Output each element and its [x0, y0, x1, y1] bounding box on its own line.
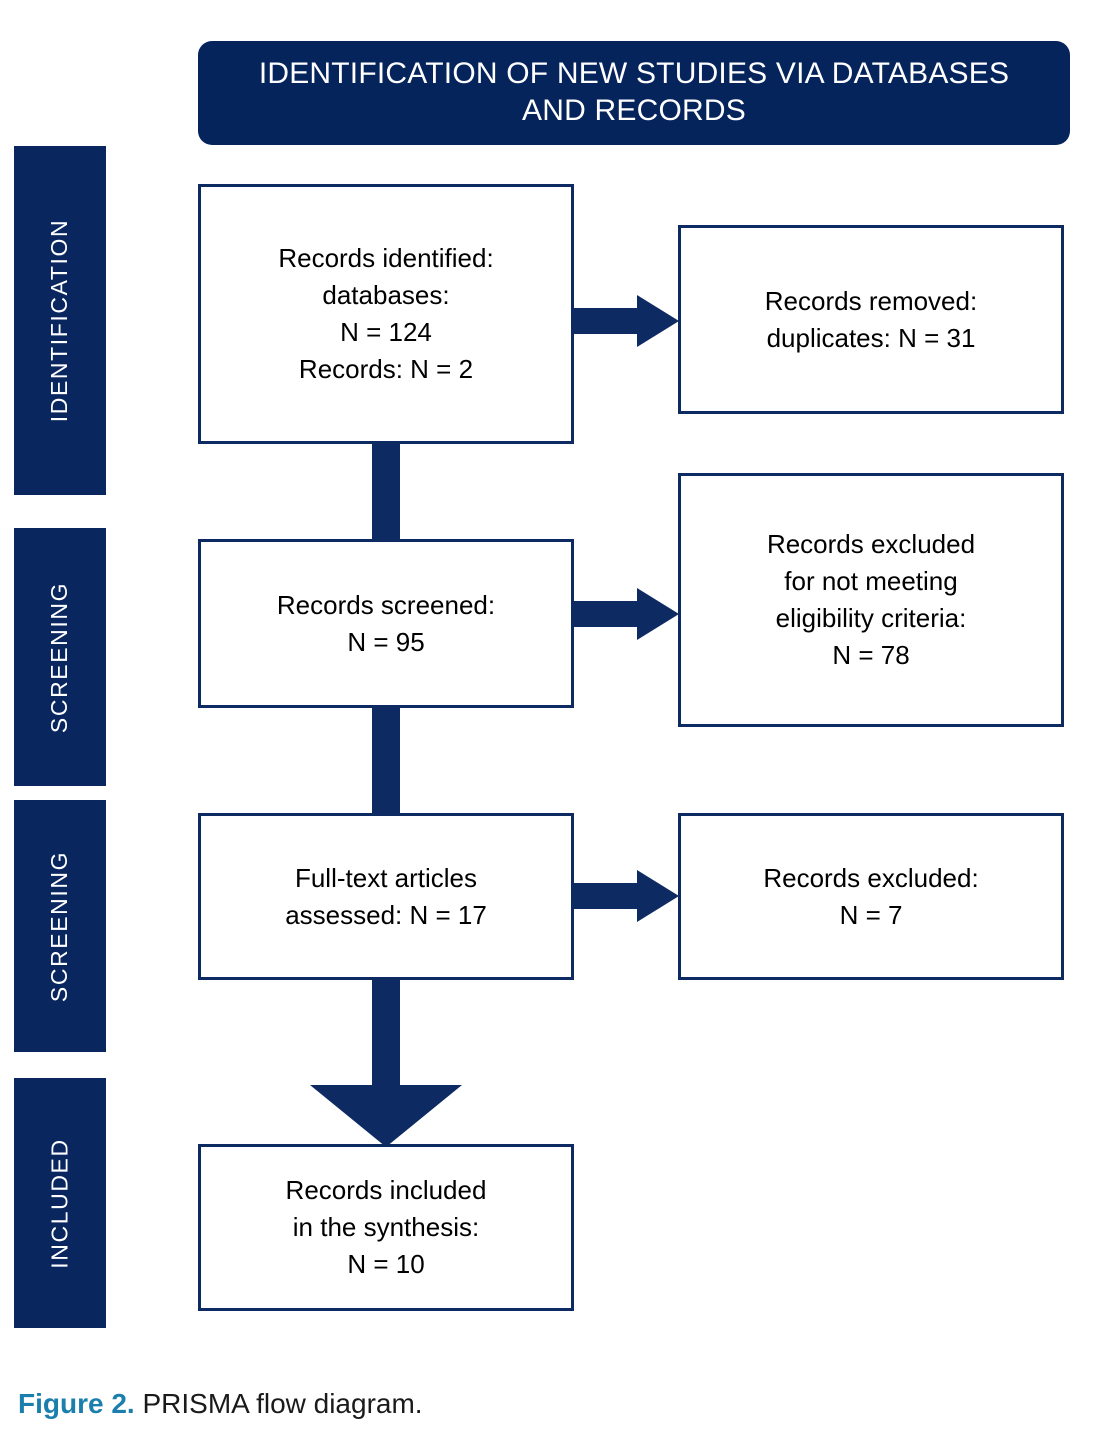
- flow-box-fulltext-assessed: Full-text articles assessed: N = 17: [198, 813, 574, 980]
- arrow-right-icon-fulltext-to-excluded: [571, 870, 681, 922]
- figure-caption-label: Figure 2.: [18, 1388, 135, 1419]
- arrow-right-icon-identified-to-removed: [571, 295, 681, 347]
- flow-box-records-excluded-eligibility: Records excluded for not meeting eligibi…: [678, 473, 1064, 727]
- flow-box-records-identified: Records identified: databases: N = 124 R…: [198, 184, 574, 444]
- flow-box-records-screened: Records screened: N = 95: [198, 539, 574, 708]
- flow-box-text: Records excluded for not meeting eligibi…: [766, 529, 976, 670]
- figure-caption-text: PRISMA flow diagram.: [134, 1388, 423, 1419]
- flow-box-text: Records excluded: N = 7: [763, 862, 979, 930]
- arrow-head: [637, 588, 679, 640]
- arrow-shaft: [372, 977, 400, 1090]
- arrow-shaft: [571, 883, 641, 909]
- flow-box-text: Records screened: N = 95: [276, 589, 496, 657]
- arrow-head: [310, 1085, 462, 1147]
- flow-box-records-excluded: Records excluded: N = 7: [678, 813, 1064, 980]
- stage-band-screening-1: SCREENING: [14, 528, 106, 786]
- arrow-shaft: [571, 601, 641, 627]
- stage-band-screening-2: SCREENING: [14, 800, 106, 1052]
- flow-box-text: Records included in the synthesis: N = 1…: [285, 1175, 487, 1279]
- diagram-header-banner: IDENTIFICATION OF NEW STUDIES VIA DATABA…: [198, 41, 1070, 145]
- stage-band-label: SCREENING: [46, 581, 73, 733]
- connector-screened-to-fulltext: [372, 705, 400, 816]
- arrow-right-icon-screened-to-excluded: [571, 588, 681, 640]
- stage-band-label: IDENTIFICATION: [46, 218, 73, 423]
- stage-band-label: INCLUDED: [46, 1137, 73, 1269]
- arrow-shaft: [571, 308, 641, 334]
- flow-box-text: Full-text articles assessed: N = 17: [285, 862, 487, 930]
- arrow-head: [637, 870, 679, 922]
- flow-box-text: Records removed: duplicates: N = 31: [764, 285, 978, 353]
- stage-band-included: INCLUDED: [14, 1078, 106, 1328]
- arrow-head: [637, 295, 679, 347]
- flow-box-text: Records identified: databases: N = 124 R…: [278, 243, 494, 384]
- arrow-down-icon-fulltext-to-included: [310, 977, 462, 1147]
- header-title: IDENTIFICATION OF NEW STUDIES VIA DATABA…: [258, 57, 1010, 127]
- stage-band-label: SCREENING: [46, 850, 73, 1002]
- figure-caption: Figure 2. PRISMA flow diagram.: [18, 1386, 423, 1422]
- connector-identified-to-screened: [372, 441, 400, 542]
- stage-band-identification: IDENTIFICATION: [14, 146, 106, 495]
- flow-box-records-removed: Records removed: duplicates: N = 31: [678, 225, 1064, 414]
- flow-box-records-included: Records included in the synthesis: N = 1…: [198, 1144, 574, 1311]
